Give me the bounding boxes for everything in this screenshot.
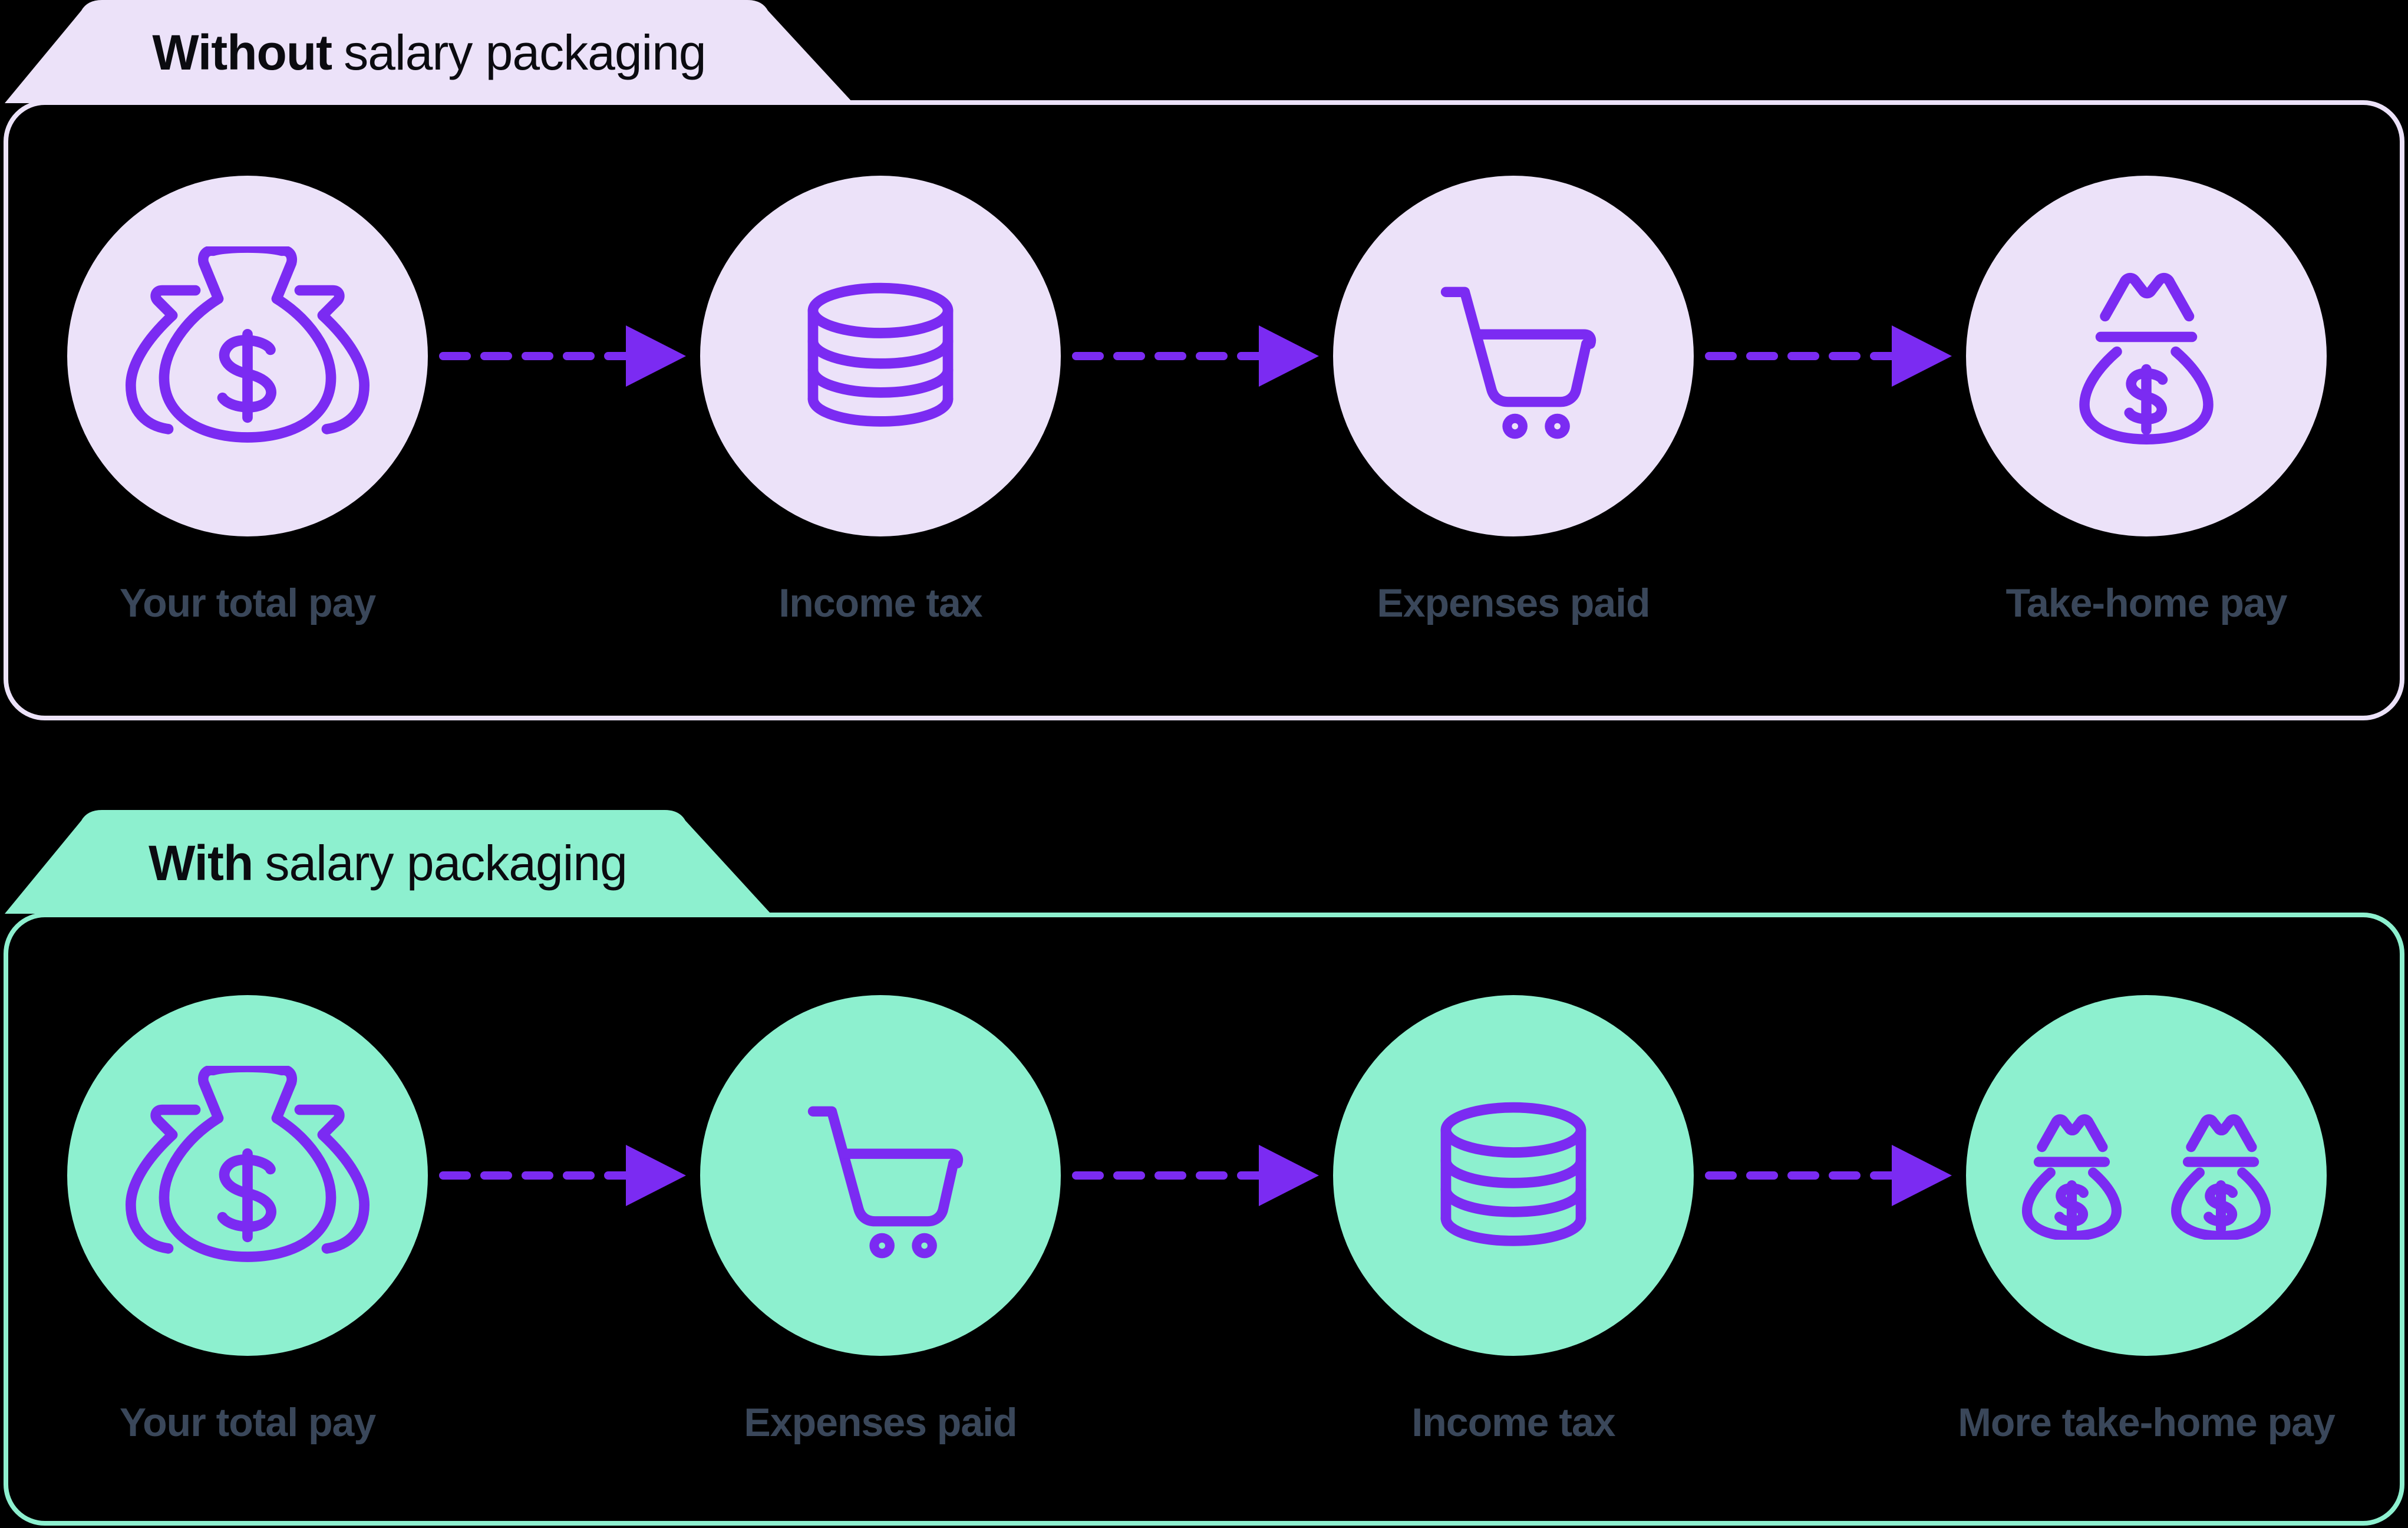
tab-title-rest: salary packaging [265,835,627,891]
flow-step: Income tax [1307,995,1720,1445]
panel-outline [4,100,2404,720]
tab-title: With salary packaging [5,810,771,914]
flow-arrow-icon [439,1145,686,1206]
tab-title-emphasis: Without [152,25,332,80]
flow-arrow-icon [1705,1145,1952,1206]
tab-title-emphasis: With [149,835,253,891]
shopping-cart-icon [786,1089,975,1262]
tab-with: With salary packaging [5,810,771,914]
coin-stack-icon [792,280,969,433]
tab-without: Without salary packaging [5,0,853,103]
step-label: More take-home pay [1958,1400,2336,1445]
flow-step: Expenses paid [674,995,1087,1445]
flow-step: More take-home pay [1940,995,2353,1445]
step-circle [1966,176,2327,536]
flow-arrow-icon [1705,325,1952,387]
flow-arrow-icon [439,325,686,387]
step-label: Income tax [779,581,982,625]
step-circle [700,995,1061,1356]
step-label: Your total pay [119,581,376,625]
step-label: Expenses paid [744,1400,1017,1445]
step-circle [67,995,428,1356]
panel-outline [4,913,2404,1526]
tab-title-rest: salary packaging [344,25,706,80]
money-bag-crown-icon [2058,268,2235,444]
flow-step: Your total pay [41,995,454,1445]
flow-step: Take-home pay [1940,176,2353,626]
step-label: Take-home pay [2005,581,2287,625]
coin-stack-icon [1425,1099,1602,1252]
money-bags-icon [112,1066,383,1285]
flow-arrow-icon [1072,325,1319,387]
flow-step: Income tax [674,176,1087,626]
step-label: Expenses paid [1377,581,1650,625]
money-bags-double-icon [2008,1112,2285,1240]
step-label: Income tax [1411,1400,1615,1445]
step-circle [67,176,428,536]
step-circle [700,176,1061,536]
tab-shape [5,810,771,914]
step-label: Your total pay [119,1400,376,1445]
tab-title: Without salary packaging [5,0,853,103]
flow-step: Expenses paid [1307,176,1720,626]
tab-shape [5,0,853,103]
money-bags-icon [112,246,383,466]
step-circle [1333,995,1694,1356]
step-circle [1333,176,1694,536]
shopping-cart-icon [1419,270,1608,443]
flow-arrow-icon [1072,1145,1319,1206]
flow-step: Your total pay [41,176,454,626]
step-circle [1966,995,2327,1356]
